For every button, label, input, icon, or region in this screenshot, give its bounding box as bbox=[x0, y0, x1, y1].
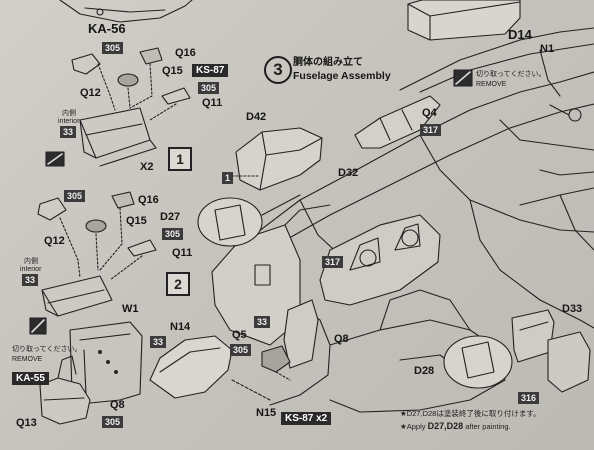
q13-part bbox=[39, 355, 91, 425]
code-33-a1: 33 bbox=[60, 126, 77, 138]
assembly-1 bbox=[71, 47, 191, 167]
assembly-2 bbox=[37, 191, 157, 317]
interior-jp-a2: 内側 bbox=[24, 258, 38, 265]
label-w1: W1 bbox=[122, 303, 139, 315]
fuselage-body bbox=[211, 27, 594, 413]
label-d28: D28 bbox=[414, 365, 435, 377]
code-317-b: 317 bbox=[322, 256, 344, 268]
label-d33: D33 bbox=[562, 303, 583, 315]
label-d42: D42 bbox=[246, 111, 267, 123]
code-33-a2: 33 bbox=[22, 274, 39, 286]
step-title-jp: 胴体の組み立て bbox=[293, 57, 363, 68]
code-305-a2a: 305 bbox=[64, 190, 86, 202]
code-305-center: 305 bbox=[230, 344, 252, 356]
seat-assembly bbox=[261, 299, 319, 381]
part-316 bbox=[547, 331, 591, 393]
label-q12-a1: Q12 bbox=[80, 87, 101, 99]
step-box-2: 2 bbox=[166, 272, 190, 296]
label-x2: X2 bbox=[140, 161, 154, 173]
note-en-parts: D27,D28 bbox=[427, 421, 464, 431]
label-q15-a1: Q15 bbox=[162, 65, 183, 77]
d27-callout bbox=[197, 194, 301, 247]
code-33-center-b: 33 bbox=[150, 336, 167, 348]
label-d14: D14 bbox=[508, 27, 532, 42]
note-en-prefix: ★Apply bbox=[400, 422, 426, 431]
label-q11-a2: Q11 bbox=[172, 247, 193, 259]
step-number: 3 bbox=[264, 56, 292, 84]
remove-mark-left bbox=[29, 317, 47, 335]
label-n1: N1 bbox=[540, 43, 555, 55]
code-305-a2b: 305 bbox=[162, 228, 184, 240]
step-box-1: 1 bbox=[168, 147, 192, 171]
label-q11-a1: Q11 bbox=[202, 97, 223, 109]
d14-part bbox=[407, 0, 521, 41]
label-q16-a2: Q16 bbox=[138, 194, 159, 206]
interior-mark-1 bbox=[45, 151, 65, 167]
label-q13: Q13 bbox=[16, 417, 37, 429]
step-title-en: Fuselage Assembly bbox=[293, 70, 391, 82]
code-33-center-a: 33 bbox=[254, 316, 271, 328]
step-box-small: 1 bbox=[222, 172, 234, 184]
label-d32: D32 bbox=[338, 167, 359, 179]
label-n15: N15 bbox=[256, 407, 277, 419]
remove-mark-right bbox=[453, 69, 473, 87]
top-aircraft-partial bbox=[59, 0, 193, 23]
interior-jp-a1: 内側 bbox=[62, 110, 76, 117]
label-ka56: KA-56 bbox=[88, 21, 126, 36]
interior-en-a1: interior bbox=[58, 118, 80, 125]
label-q8-center: Q8 bbox=[334, 333, 349, 345]
code-305-a1a: 305 bbox=[102, 42, 124, 54]
note-en: ★Apply D27,D28 after painting. bbox=[400, 422, 511, 431]
label-q4: Q4 bbox=[422, 107, 437, 119]
remove-left-jp: 切り取ってください。 bbox=[12, 346, 82, 353]
label-q16-a1: Q16 bbox=[175, 47, 196, 59]
code-317-a: 317 bbox=[420, 124, 442, 136]
interior-en-a2: interior bbox=[20, 266, 42, 273]
ks87-x2-badge: KS-87 x2 bbox=[281, 412, 332, 425]
code-316: 316 bbox=[518, 392, 540, 404]
remove-left-en: REMOVE bbox=[12, 356, 43, 363]
code-305-left: 305 bbox=[102, 416, 124, 428]
label-d27: D27 bbox=[160, 211, 181, 223]
label-n14: N14 bbox=[170, 321, 191, 333]
ks87-badge: KS-87 bbox=[192, 64, 229, 77]
note-en-suffix: after painting. bbox=[465, 422, 511, 431]
note-jp: ★D27,D28は塗装終了後に取り付けます。 bbox=[400, 409, 541, 418]
remove-right-en: REMOVE bbox=[476, 81, 507, 88]
label-q8-left: Q8 bbox=[110, 399, 125, 411]
d28-callout bbox=[443, 335, 513, 389]
ka55-badge: KA-55 bbox=[12, 372, 49, 385]
remove-right-jp: 切り取ってください。 bbox=[476, 71, 546, 78]
code-305-a1b: 305 bbox=[198, 82, 220, 94]
label-q12-a2: Q12 bbox=[44, 235, 65, 247]
label-q15-a2: Q15 bbox=[126, 215, 147, 227]
label-q5: Q5 bbox=[232, 329, 247, 341]
